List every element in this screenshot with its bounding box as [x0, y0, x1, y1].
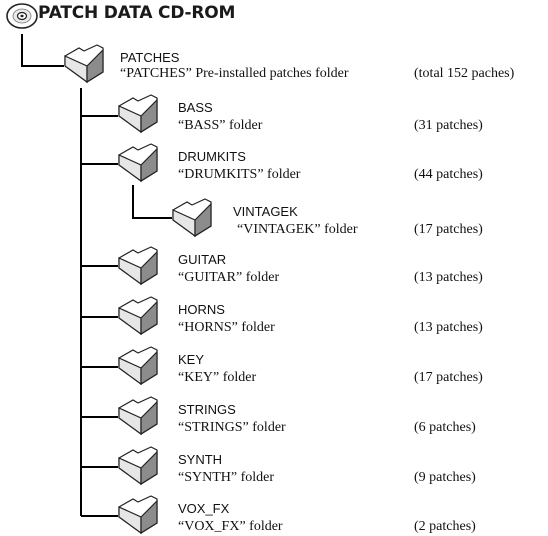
folder-desc: “BASS” folder	[178, 118, 263, 133]
folder-name: SYNTH	[178, 452, 223, 467]
folder-name: BASS	[178, 100, 213, 115]
folder-icon	[118, 495, 158, 535]
folder-desc: “VINTAGEK” folder	[237, 222, 358, 237]
folder-icon	[118, 143, 158, 183]
folder-count: (9 patches)	[414, 470, 476, 485]
folder-name: STRINGS	[178, 402, 236, 417]
folder-count: (6 patches)	[414, 420, 476, 435]
folder-icon	[64, 44, 104, 84]
folder-count-patches: (total 152 paches)	[414, 66, 515, 81]
folder-name: VINTAGEK	[233, 204, 298, 219]
folder-count: (44 patches)	[414, 167, 483, 182]
folder-count: (13 patches)	[414, 320, 483, 335]
folder-count: (2 patches)	[414, 519, 476, 534]
folder-name-patches: PATCHES	[120, 50, 180, 65]
folder-desc: “DRUMKITS” folder	[178, 167, 301, 182]
folder-icon	[118, 94, 158, 134]
folder-desc: “SYNTH” folder	[178, 470, 275, 485]
folder-icon	[172, 198, 212, 238]
folder-count: (13 patches)	[414, 270, 483, 285]
folder-count: (31 patches)	[414, 118, 483, 133]
folder-icon	[118, 296, 158, 336]
folder-icon	[118, 446, 158, 486]
folder-desc: “HORNS” folder	[178, 320, 275, 335]
folder-name: DRUMKITS	[178, 149, 246, 164]
folder-name: HORNS	[178, 302, 225, 317]
folder-name: VOX_FX	[178, 501, 230, 516]
cd-rom-icon	[6, 3, 38, 29]
folder-icon	[118, 346, 158, 386]
folder-desc: “VOX_FX” folder	[178, 519, 283, 534]
folder-icon	[118, 396, 158, 436]
folder-count: (17 patches)	[414, 222, 483, 237]
folder-name: GUITAR	[178, 252, 227, 267]
folder-count: (17 patches)	[414, 370, 483, 385]
folder-name: KEY	[178, 352, 205, 367]
folder-desc: “STRINGS” folder	[178, 420, 286, 435]
folder-desc: “KEY” folder	[178, 370, 257, 385]
folder-icon	[118, 246, 158, 286]
folder-desc-patches: “PATCHES” Pre-installed patches folder	[120, 66, 349, 81]
folder-desc: “GUITAR” folder	[178, 270, 280, 285]
cd-rom-title: PATCH DATA CD-ROM	[38, 3, 236, 23]
